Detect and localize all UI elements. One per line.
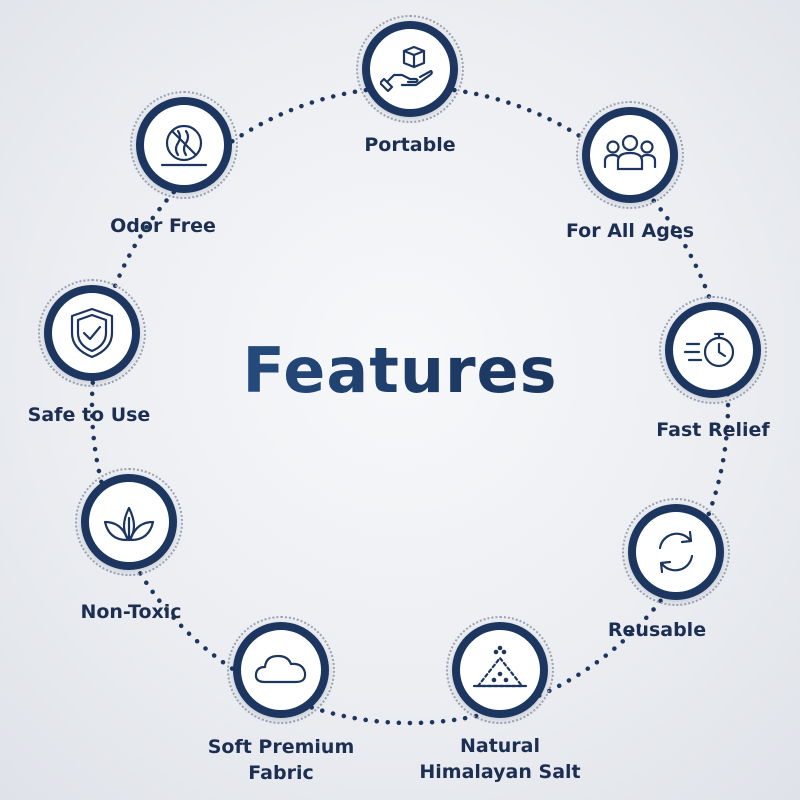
cloud-icon <box>254 654 307 684</box>
portable-badge <box>356 15 464 123</box>
for-all-ages-badge <box>576 101 684 209</box>
shield-check-icon <box>70 307 114 359</box>
no-odor-icon <box>160 124 208 167</box>
feature-label-natural-himalayan-salt: Natural Himalayan Salt <box>419 735 581 783</box>
recycle-arrows-icon <box>658 530 694 574</box>
box-in-hand-icon <box>380 45 433 93</box>
leaves-icon <box>103 506 155 542</box>
feature-label-reusable: Reusable <box>607 619 707 641</box>
feature-label-portable: Portable <box>364 134 456 156</box>
feature-label-non-toxic: Non-Toxic <box>80 601 182 623</box>
people-group-icon <box>603 134 657 171</box>
soft-premium-fabric-badge <box>227 616 335 724</box>
feature-label-odor-free: Odor Free <box>110 215 216 237</box>
fast-relief-badge <box>659 296 767 404</box>
reusable-badge <box>622 498 730 606</box>
non-toxic-badge <box>75 468 183 576</box>
natural-himalayan-salt-badge <box>446 616 554 724</box>
feature-label-for-all-ages: For All Ages <box>565 220 695 242</box>
feature-label-safe-to-use: Safe to Use <box>27 404 151 426</box>
page-title: Features <box>0 334 800 407</box>
safe-to-use-badge <box>38 279 146 387</box>
feature-label-fast-relief: Fast Relief <box>656 419 770 441</box>
odor-free-badge <box>130 91 238 199</box>
salt-pile-icon <box>472 645 528 688</box>
feature-label-soft-premium-fabric: Soft Premium Fabric <box>207 736 355 784</box>
stopwatch-speed-icon <box>683 332 735 368</box>
